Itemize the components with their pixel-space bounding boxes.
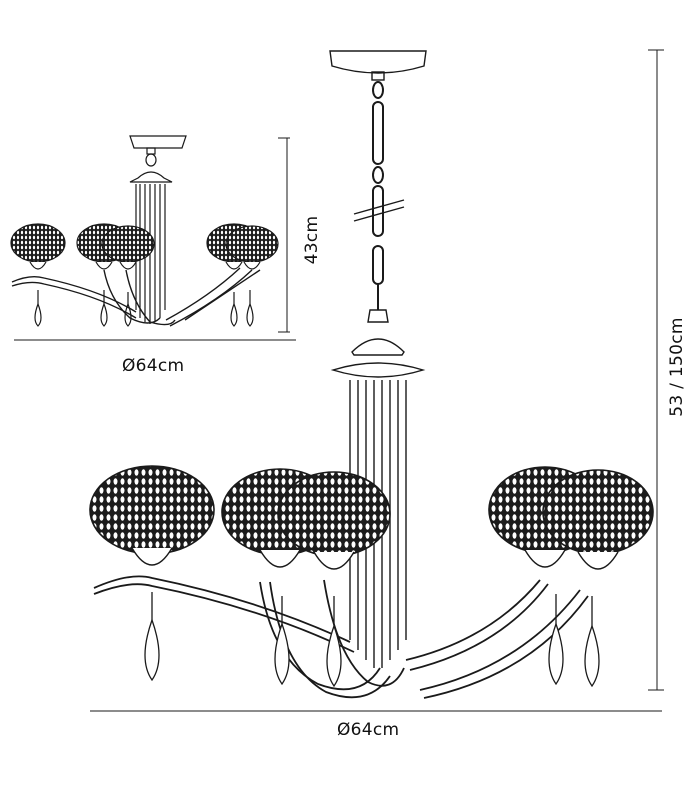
large-body-cap bbox=[351, 338, 405, 356]
small-ceiling-plate bbox=[129, 135, 187, 149]
small-height-label: 43cm bbox=[302, 215, 322, 265]
large-dimension-lines bbox=[90, 49, 664, 712]
small-stem-knob bbox=[145, 153, 157, 167]
large-body-disc bbox=[330, 362, 426, 378]
large-cups bbox=[131, 547, 619, 570]
small-shades bbox=[10, 223, 279, 263]
semi-flush-view bbox=[10, 135, 296, 341]
small-width-label: Ø64cm bbox=[122, 356, 185, 376]
small-stem-top bbox=[146, 147, 156, 155]
small-arms bbox=[11, 267, 261, 327]
pendant-view bbox=[89, 49, 664, 712]
small-drops bbox=[34, 290, 254, 327]
chain-break-marks bbox=[353, 199, 405, 222]
large-height-label: 53 / 150cm bbox=[667, 317, 687, 417]
small-dimension-lines bbox=[14, 137, 296, 341]
small-cups bbox=[29, 261, 261, 270]
large-width-label: Ø64cm bbox=[337, 720, 400, 740]
large-body-knob bbox=[367, 309, 389, 323]
large-ceiling-plate bbox=[329, 50, 427, 74]
large-ceiling-hook bbox=[371, 71, 385, 81]
large-arms bbox=[93, 575, 589, 699]
large-crystal-drops bbox=[144, 592, 600, 688]
large-shades bbox=[89, 465, 654, 557]
small-body-cap bbox=[129, 171, 173, 183]
chain bbox=[372, 81, 384, 310]
